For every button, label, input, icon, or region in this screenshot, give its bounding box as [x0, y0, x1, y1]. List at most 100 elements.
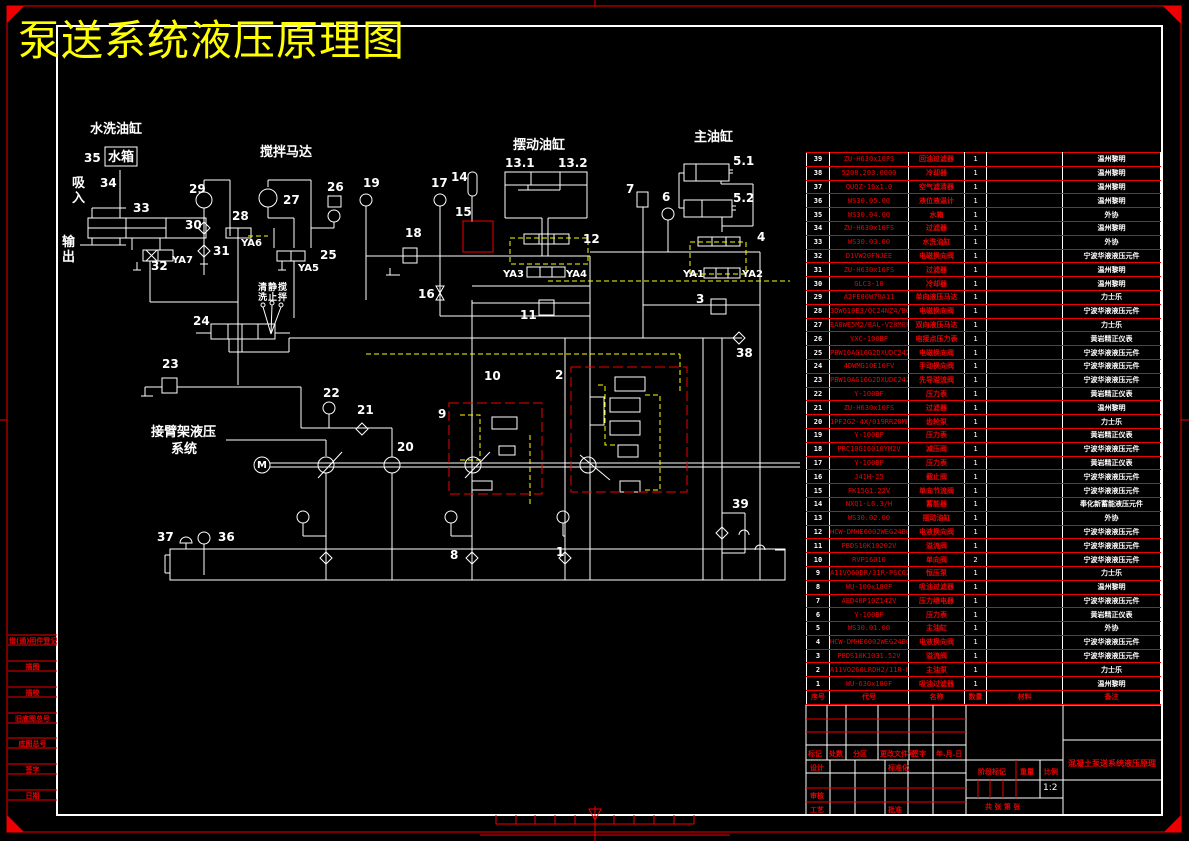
tb-review: 审核: [810, 792, 824, 800]
parts-cell-note: 奉化新蓄能液压元件: [1062, 496, 1161, 512]
pressure-gauge-6: [661, 207, 675, 221]
parts-cell-no: 12: [806, 524, 830, 540]
parts-cell-qty: 1: [964, 400, 987, 416]
parts-cell-no: 38: [806, 165, 830, 181]
parts-cell-note: 力士乐: [1062, 414, 1161, 429]
gear-pump-20: [383, 456, 401, 474]
motor-label: M: [257, 460, 267, 471]
parts-cell-code: QUQZ-16x1.0: [829, 179, 909, 195]
parts-cell-material: [986, 358, 1063, 374]
parts-cell-note: 宁波华液液压元件: [1062, 303, 1161, 319]
parts-cell-material: [986, 593, 1063, 609]
parts-cell-name: 单向阀: [908, 552, 965, 567]
tb-mark: 标记: [808, 750, 822, 758]
parts-cell-name: 过滤器: [908, 220, 965, 236]
parts-cell-material: [986, 483, 1063, 498]
parts-cell-material: [986, 414, 1063, 429]
parts-cell-note: 黄岩精正仪表: [1062, 386, 1161, 402]
parts-cell-note: 宁波华液液压元件: [1062, 648, 1161, 664]
side-trace-check: 描校: [25, 689, 40, 697]
parts-cell-qty: 1: [964, 648, 987, 664]
parts-cell-material: [986, 331, 1063, 347]
parts-header-note: 备注: [1062, 690, 1161, 705]
parts-cell-qty: 1: [964, 427, 987, 443]
parts-cell-no: 1: [806, 676, 830, 692]
parts-cell-no: 8: [806, 579, 830, 595]
oil-tank: [169, 548, 786, 581]
parts-cell-note: 温州黎明: [1062, 400, 1161, 416]
parts-cell-note: 力士乐: [1062, 662, 1161, 678]
parts-cell-no: 31: [806, 262, 830, 278]
parts-cell-material: [986, 552, 1063, 567]
corner-mark-bl: [7, 815, 24, 832]
parts-cell-qty: 1: [964, 152, 987, 167]
side-old-base-no: 旧底图总号: [15, 715, 50, 723]
parts-cell-note: 宁波华液液压元件: [1062, 345, 1161, 360]
corner-mark-br: [1164, 815, 1181, 832]
pressure-switch-26: [327, 195, 342, 208]
label-boom-system-2: 系统: [171, 442, 198, 457]
parts-cell-code: YXC-100BF: [829, 331, 909, 347]
parts-cell-material: [986, 579, 1063, 595]
parts-cell-material: [986, 662, 1063, 678]
parts-cell-name: 过滤器: [908, 400, 965, 416]
pressure-gauge-22: [322, 401, 336, 415]
parts-cell-no: 25: [806, 345, 830, 360]
parts-cell-code: EA8WE5M2/EAL-V28M0FBP8-K: [829, 317, 909, 333]
tb-process: 工艺: [810, 806, 824, 814]
parts-cell-qty: 1: [964, 496, 987, 512]
parts-cell-qty: 1: [964, 414, 987, 429]
side-block: [8, 634, 57, 801]
label-water-tank: 水箱: [108, 150, 135, 165]
parts-cell-name: 冷却器: [908, 276, 965, 291]
parts-row: 12HCW-DMHE6002WEG24B0V4.50V电液换向阀1宁波华液液压元…: [806, 524, 1161, 540]
parts-cell-qty: 1: [964, 262, 987, 278]
pressure-gauge-17: [433, 193, 447, 207]
drawing-title: 泵送系统液压原理图: [18, 16, 406, 65]
parts-cell-name: 溢流阀: [908, 538, 965, 554]
parts-cell-qty: 1: [964, 358, 987, 374]
parts-cell-note: 温州黎明: [1062, 152, 1161, 167]
pump-main-aux: [317, 456, 335, 474]
parts-cell-note: 外协: [1062, 621, 1161, 636]
parts-cell-note: 宁波华液液压元件: [1062, 524, 1161, 540]
parts-cell-material: [986, 220, 1063, 236]
pump-2: [579, 456, 597, 474]
parts-cell-code: ZU-H630x10FS: [829, 152, 909, 167]
parts-cell-qty: 1: [964, 483, 987, 498]
num-39: 39: [732, 497, 749, 511]
parts-cell-material: [986, 234, 1063, 250]
parts-cell-material: [986, 441, 1063, 457]
parts-cell-name: 液位液温计: [908, 193, 965, 209]
parts-cell-name: 摆动油缸: [908, 510, 965, 526]
num-17: 17: [431, 176, 448, 190]
parts-cell-name: 压力表: [908, 455, 965, 471]
num-26: 26: [327, 180, 344, 194]
num-31: 31: [213, 244, 230, 258]
parts-cell-name: 主油缸: [908, 621, 965, 636]
parts-cell-code: 5208.203.0000: [829, 165, 909, 181]
num-27: 27: [283, 193, 300, 207]
parts-cell-name: 主油泵: [908, 662, 965, 678]
parts-header-material: 材料: [986, 690, 1063, 705]
parts-cell-qty: 1: [964, 165, 987, 181]
parts-cell-code: ZU-H630x10FS: [829, 220, 909, 236]
num-12: 12: [583, 232, 600, 246]
parts-cell-name: 双向液压马达: [908, 317, 965, 333]
label-main-cylinder: 主油缸: [694, 130, 734, 145]
side-sign: 签字: [25, 766, 40, 774]
parts-cell-qty: 1: [964, 565, 987, 581]
parts-cell-name: 单向节流阀: [908, 483, 965, 498]
tb-scale-label: 比例: [1044, 768, 1058, 776]
parts-cell-material: [986, 276, 1063, 291]
tb-sign: 签字: [912, 750, 926, 758]
relief-valve-11: [538, 299, 555, 316]
parts-cell-note: 温州黎明: [1062, 165, 1161, 181]
